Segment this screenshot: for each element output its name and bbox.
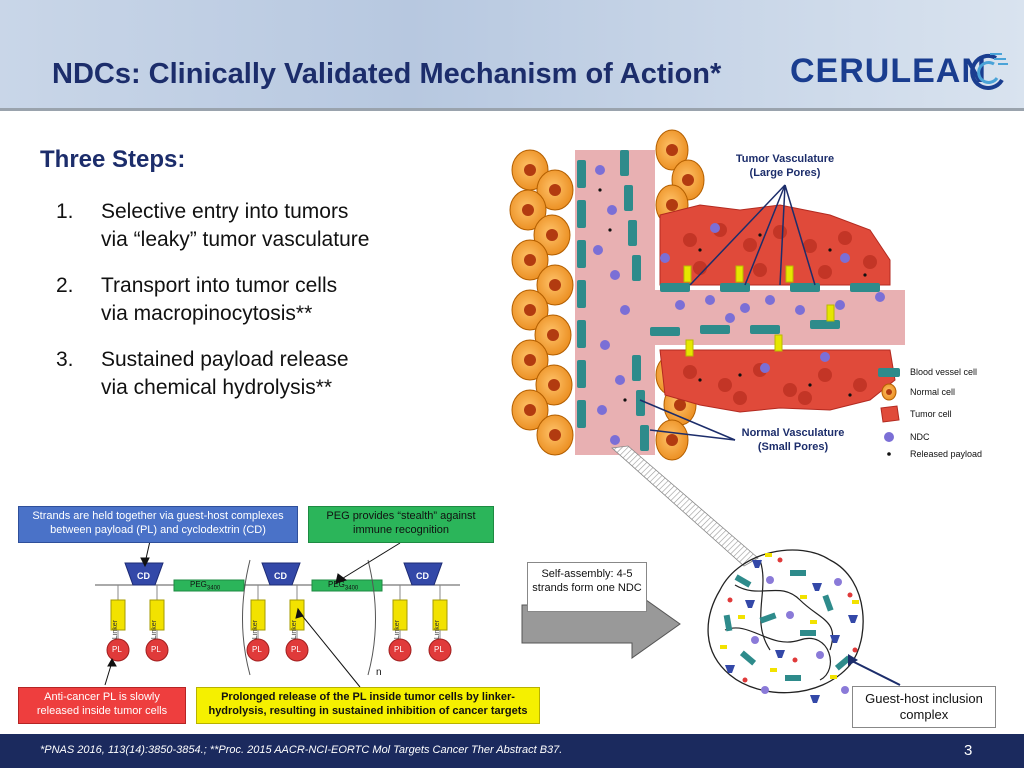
peg-label: PEG3400 <box>328 580 358 592</box>
cd-label: CD <box>274 571 287 581</box>
cd-label: CD <box>416 571 429 581</box>
legend-blood-vessel-cell: Blood vessel cell <box>910 367 978 377</box>
pl-label: PL <box>112 645 122 654</box>
cd-label: CD <box>137 571 150 581</box>
step-number: 3. <box>56 348 74 371</box>
steps-heading: Three Steps: <box>40 146 186 173</box>
footnote-references: *PNAS 2016, 113(14):3850-3854.; **Proc. … <box>40 744 563 756</box>
repeat-n-label: n <box>376 667 382 678</box>
released-payload-dots <box>598 188 882 402</box>
linker-stems <box>117 585 441 600</box>
slide-header <box>0 0 1024 110</box>
linker-label: Linker <box>394 620 401 640</box>
linker-label: Linker <box>434 620 441 640</box>
pl-label: PL <box>394 645 404 654</box>
repeat-bracket-right <box>367 559 376 676</box>
logo-swirl-icon <box>970 53 1008 90</box>
pl-label: PL <box>252 645 262 654</box>
normal-vasculature-pointers <box>639 399 736 441</box>
step-text-line1: Transport into tumor cells <box>101 274 338 297</box>
peg-subscript: 3400 <box>206 585 221 592</box>
callout-prolonged: Prolonged release of the PL inside tumor… <box>196 687 540 724</box>
vessel-wall-cells <box>577 150 880 451</box>
pl-label: PL <box>434 645 444 654</box>
normal-cells <box>509 129 705 461</box>
legend-normal-cell: Normal cell <box>910 387 956 397</box>
pl-label: PL <box>151 645 161 654</box>
header-divider <box>0 108 1024 111</box>
peg-label: PEG3400 <box>190 580 220 592</box>
extravasation-arrows <box>683 265 835 357</box>
normal-vasculature-title: Normal Vasculature <box>741 427 845 439</box>
slide-title: NDCs: Clinically Validated Mechanism of … <box>52 58 722 90</box>
ndc-nanoparticle <box>707 549 864 703</box>
callout-peg: PEG provides “stealth” against immune re… <box>308 506 494 543</box>
pl-label: PL <box>291 645 301 654</box>
page-number: 3 <box>964 742 973 759</box>
legend-icons <box>878 368 900 456</box>
peg-text: PEG <box>328 580 345 589</box>
company-logo: CERULEAN <box>790 52 987 90</box>
tumor-cells <box>659 204 896 413</box>
normal-vasculature-label: Normal Vasculature (Small Pores) <box>728 426 858 454</box>
step-text-line1: Sustained payload release <box>101 348 349 371</box>
guest-host-pointer <box>849 659 901 686</box>
linker-label: Linker <box>291 620 298 640</box>
repeat-bracket-left <box>242 559 251 676</box>
callout-anticancer: Anti-cancer PL is slowly released inside… <box>18 687 186 724</box>
tumor-vasculature-label: Tumor Vasculature (Large Pores) <box>720 152 850 180</box>
callout-guest-host: Guest-host inclusion complex <box>852 686 996 728</box>
callout-arrows <box>104 540 401 688</box>
step-text-line1: Selective entry into tumors <box>101 200 349 223</box>
linker-label: Linker <box>112 620 119 640</box>
callout-strands: Strands are held together via guest-host… <box>18 506 298 543</box>
linker-label: Linker <box>252 620 259 640</box>
linker-label: Linker <box>151 620 158 640</box>
tumor-vasculature-subtitle: (Large Pores) <box>749 167 821 179</box>
linker-pl-connectors <box>117 630 441 640</box>
tumor-vasculature-pointers <box>689 184 816 286</box>
peg-text: PEG <box>190 580 207 589</box>
tumor-vasculature-title: Tumor Vasculature <box>735 153 835 165</box>
step-text-line2: via chemical hydrolysis** <box>101 376 333 399</box>
hatched-pointer <box>611 445 759 567</box>
normal-vasculature-subtitle: (Small Pores) <box>757 441 829 453</box>
peg-subscript: 3400 <box>344 585 359 592</box>
step-number: 2. <box>56 274 74 297</box>
legend-tumor-cell: Tumor cell <box>910 409 952 419</box>
ndc-particles <box>593 165 885 445</box>
step-number: 1. <box>56 200 74 223</box>
step-text-line2: via “leaky” tumor vasculature <box>101 228 370 251</box>
legend-ndc: NDC <box>910 432 930 442</box>
callout-self-assembly: Self-assembly: 4-5 strands form one NDC <box>527 562 647 612</box>
legend-released-payload: Released payload <box>910 449 983 459</box>
step-text-line2: via macropinocytosis** <box>101 302 313 325</box>
tumor-cell-texture <box>683 223 877 405</box>
hatched-arrow <box>620 450 745 560</box>
blood-vessel <box>575 150 905 455</box>
slide-footer <box>0 734 1024 768</box>
